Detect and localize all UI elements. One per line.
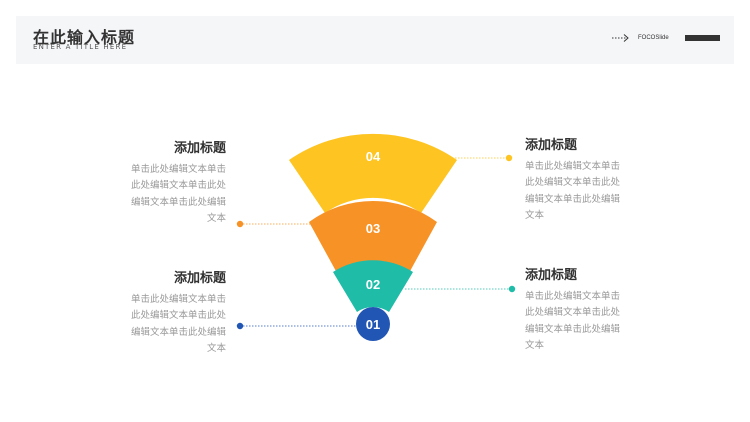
text-block-top-left: 添加标题 单击此处编辑文本单击此处编辑文本单击此处编辑文本单击此处编辑文本	[126, 140, 226, 227]
dotted-arrow-icon	[612, 34, 629, 42]
page-subtitle: ENTER A TITLE HERE	[33, 43, 128, 51]
funnel-label-02: 02	[366, 277, 380, 292]
page-title: 在此输入标题	[33, 28, 136, 47]
dot-top-right	[505, 154, 513, 162]
dot-top-left	[236, 220, 244, 228]
block-title: 添加标题	[173, 271, 226, 286]
block-body: 单击此处编辑文本单击此处编辑文本单击此处编辑文本单击此处编辑文本	[130, 164, 226, 224]
funnel-label-04: 04	[366, 149, 381, 164]
funnel-label-01: 01	[366, 317, 380, 332]
funnel-layer-04	[289, 133, 457, 213]
block-body: 单击此处编辑文本单击此处编辑文本单击此处编辑文本单击此处编辑文本	[525, 161, 621, 221]
block-title: 添加标题	[173, 141, 226, 156]
brand-area: FOCOSlide	[612, 30, 720, 46]
block-body: 单击此处编辑文本单击此处编辑文本单击此处编辑文本单击此处编辑文本	[525, 291, 621, 351]
brand-bar	[684, 35, 720, 41]
funnel-label-03: 03	[366, 221, 380, 236]
text-block-bottom-left: 添加标题 单击此处编辑文本单击此处编辑文本单击此处编辑文本单击此处编辑文本	[126, 270, 226, 357]
text-block-bottom-right: 添加标题 单击此处编辑文本单击此处编辑文本单击此处编辑文本单击此处编辑文本	[525, 267, 625, 354]
brand-name: FOCOSlide	[638, 35, 669, 41]
funnel-layer-02	[333, 260, 413, 312]
text-block-top-right: 添加标题 单击此处编辑文本单击此处编辑文本单击此处编辑文本单击此处编辑文本	[525, 137, 625, 224]
dot-bottom-right	[508, 285, 516, 293]
block-title: 添加标题	[525, 138, 578, 153]
funnel-layer-03	[309, 200, 437, 273]
block-title: 添加标题	[525, 268, 578, 283]
block-body: 单击此处编辑文本单击此处编辑文本单击此处编辑文本单击此处编辑文本	[130, 294, 226, 354]
dot-bottom-left	[236, 322, 244, 330]
funnel-layer-01	[356, 307, 390, 341]
header-bar: 在此输入标题 ENTER A TITLE HERE FOCOSlide	[16, 16, 734, 64]
